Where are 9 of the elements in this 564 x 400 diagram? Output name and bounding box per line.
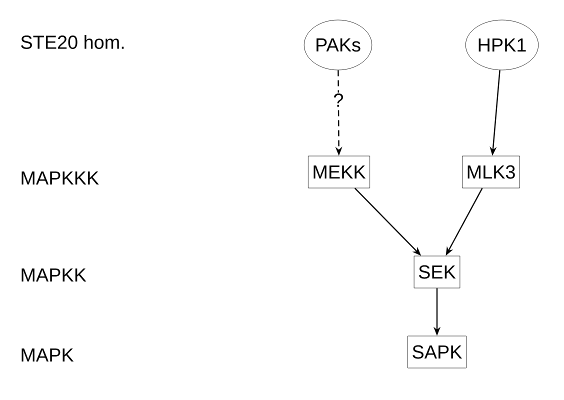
- protein-box: MEKK: [308, 156, 370, 188]
- level-label: MAPKKK: [22, 172, 99, 185]
- protein-box: SAPK: [408, 336, 466, 368]
- level-label: MAPK: [22, 348, 74, 362]
- protein-box: MLK3: [462, 156, 520, 188]
- protein-box: SEK: [414, 256, 460, 288]
- edge-label: ?: [332, 92, 345, 108]
- level-label: MAPKK: [22, 268, 86, 282]
- level-label: STE20 hom.: [21, 35, 124, 49]
